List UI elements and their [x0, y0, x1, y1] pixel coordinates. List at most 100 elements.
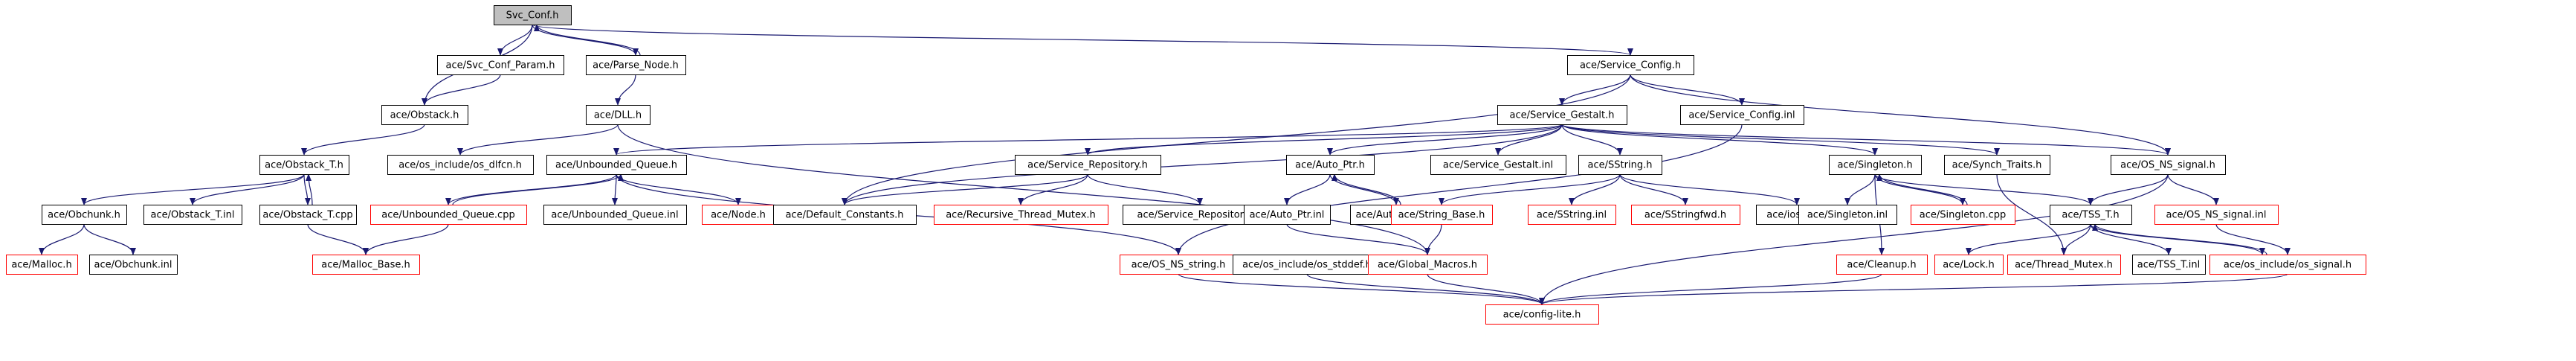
edge-singleton-to-singleton_inl: [1844, 173, 1876, 205]
edge-os_signal-to-config_lite: [1539, 273, 2288, 305]
edge-service_gestalt-to-service_repository: [1085, 124, 1563, 156]
node-os-ns-signal-inl[interactable]: ace/OS_NS_signal.inl: [2154, 205, 2279, 225]
edge-tss_t-to-thread_mutex: [2061, 223, 2091, 255]
node-sstringfwd[interactable]: ace/SStringfwd.h: [1631, 205, 1740, 225]
node-global-macros[interactable]: ace/Global_Macros.h: [1368, 255, 1488, 275]
edge-global_macros-to-config_lite: [1427, 273, 1545, 305]
node-box: [934, 205, 1108, 225]
node-label: ace/Malloc_Base.h: [321, 260, 410, 271]
node-box: [1368, 255, 1488, 275]
node-box: [381, 105, 468, 125]
node-parse-node[interactable]: ace/Parse_Node.h: [586, 55, 686, 75]
node-string-base[interactable]: ace/String_Base.h: [1391, 205, 1493, 225]
node-singleton-cpp[interactable]: ace/Singleton.cpp: [1911, 205, 2015, 225]
node-os-signal[interactable]: ace/os_include/os_signal.h: [2209, 255, 2366, 275]
node-label: ace/Lock.h: [1943, 260, 1995, 271]
node-label: ace/Cleanup.h: [1847, 260, 1916, 271]
node-label: ace/Unbounded_Queue.inl: [551, 210, 678, 221]
edge-unbounded_queue-to-unbounded_queue_inl: [612, 173, 619, 205]
edge-os_stddef-to-config_lite: [1306, 273, 1545, 305]
node-default-constants[interactable]: ace/Default_Constants.h: [773, 205, 917, 225]
node-os-ns-string[interactable]: ace/OS_NS_string.h: [1120, 255, 1238, 275]
node-dll[interactable]: ace/DLL.h: [586, 105, 651, 125]
node-synch-traits[interactable]: ace/Synch_Traits.h: [1944, 155, 2050, 175]
node-box: [1120, 255, 1238, 275]
node-layer: Svc_Conf.h ace/Svc_Conf_Param.h ace/Parse_…: [6, 5, 2366, 325]
node-label: ace/Unbounded_Queue.h: [555, 160, 677, 171]
node-obchunk[interactable]: ace/Obchunk.h: [42, 205, 127, 225]
edge-os_ns_string-to-config_lite: [1178, 273, 1545, 305]
node-obstack-t-inl[interactable]: ace/Obstack_T.inl: [143, 205, 242, 225]
node-svc-conf: Svc_Conf.h: [494, 5, 572, 25]
node-os-stddef[interactable]: ace/os_include/os_stddef.h: [1233, 255, 1382, 275]
node-box: [546, 155, 687, 175]
node-lock[interactable]: ace/Lock.h: [1934, 255, 2004, 275]
node-singleton[interactable]: ace/Singleton.h: [1829, 155, 1922, 175]
node-svc-conf-param[interactable]: ace/Svc_Conf_Param.h: [437, 55, 564, 75]
node-sstring[interactable]: ace/SString.h: [1578, 155, 1662, 175]
edge-service_repository-to-service_repository_inl: [1087, 173, 1203, 205]
node-label: ace/Recursive_Thread_Mutex.h: [946, 210, 1096, 221]
node-service-repository[interactable]: ace/Service_Repository.h: [1015, 155, 1161, 175]
node-label: ace/os_include/os_dlfcn.h: [398, 160, 522, 171]
node-unbounded-queue[interactable]: ace/Unbounded_Queue.h: [546, 155, 687, 175]
node-service-config[interactable]: ace/Service_Config.h: [1567, 55, 1694, 75]
edge-singleton-to-tss_t: [1874, 173, 2094, 205]
node-singleton-inl[interactable]: ace/Singleton.inl: [1798, 205, 1897, 225]
node-unbounded-queue-cpp[interactable]: ace/Unbounded_Queue.cpp: [370, 205, 527, 225]
node-box: [42, 205, 127, 225]
node-obstack-t[interactable]: ace/Obstack_T.h: [259, 155, 349, 175]
edge-auto_ptr_cpp-to-auto_ptr: [1331, 173, 1401, 205]
edge-service_config-to-service_config_inl: [1630, 74, 1745, 106]
node-label: ace/SString.h: [1588, 160, 1653, 171]
node-service-gestalt-inl[interactable]: ace/Service_Gestalt.inl: [1430, 155, 1566, 175]
node-config-lite[interactable]: ace/config-lite.h: [1485, 304, 1599, 325]
node-label: ace/TSS_T.h: [2062, 210, 2119, 221]
node-obstack[interactable]: ace/Obstack.h: [381, 105, 468, 125]
node-label: ace/Parse_Node.h: [593, 60, 679, 71]
node-box: [1836, 255, 1928, 275]
node-label: ace/os_include/os_stddef.h: [1242, 260, 1372, 271]
node-malloc-base[interactable]: ace/Malloc_Base.h: [312, 255, 420, 275]
edge-auto_ptr-to-auto_ptr_inl: [1284, 173, 1331, 205]
edge-string_base-to-global_macros: [1424, 223, 1442, 255]
node-obchunk-inl[interactable]: ace/Obchunk.inl: [89, 255, 178, 275]
node-tss-t-inl[interactable]: ace/TSS_T.inl: [2132, 255, 2206, 275]
node-sstring-inl[interactable]: ace/SString.inl: [1528, 205, 1616, 225]
node-box: [2111, 155, 2226, 175]
node-service-config-inl[interactable]: ace/Service_Config.inl: [1680, 105, 1804, 125]
node-label: ace/Thread_Mutex.h: [2015, 260, 2113, 271]
node-recursive-thread-mutex[interactable]: ace/Recursive_Thread_Mutex.h: [934, 205, 1108, 225]
node-box: [543, 205, 687, 225]
node-unbounded-queue-inl[interactable]: ace/Unbounded_Queue.inl: [543, 205, 687, 225]
node-label: ace/Obstack_T.h: [265, 160, 343, 171]
node-label: ace/Obstack_T.inl: [151, 210, 235, 221]
node-label: ace/Service_Repository.inl: [1137, 210, 1263, 221]
node-tss-t[interactable]: ace/TSS_T.h: [2050, 205, 2132, 225]
edge-os_ns_signal-to-os_ns_signal_inl: [2167, 173, 2219, 205]
edge-parse_node-to-svc_conf: [534, 24, 641, 56]
node-box: [1244, 205, 1331, 225]
edge-service_gestalt-to-sstring: [1561, 124, 1623, 156]
node-box: [1631, 205, 1740, 225]
node-node[interactable]: ace/Node.h: [702, 205, 775, 225]
node-service-gestalt[interactable]: ace/Service_Gestalt.h: [1497, 105, 1627, 125]
node-malloc[interactable]: ace/Malloc.h: [6, 255, 78, 275]
node-box: [1015, 155, 1161, 175]
node-thread-mutex[interactable]: ace/Thread_Mutex.h: [2007, 255, 2121, 275]
node-auto-ptr[interactable]: ace/Auto_Ptr.h: [1286, 155, 1375, 175]
node-cleanup[interactable]: ace/Cleanup.h: [1836, 255, 1928, 275]
edge-service_gestalt-to-service_gestalt_inl: [1495, 124, 1563, 156]
edge-service_repository-to-recursive_thread_mutex: [1018, 173, 1088, 205]
edge-singleton_cpp-to-singleton: [1876, 173, 1968, 205]
edge-sstring-to-string_base: [1439, 173, 1621, 205]
node-auto-ptr-inl[interactable]: ace/Auto_Ptr.inl: [1244, 205, 1331, 225]
node-obstack-t-cpp[interactable]: ace/Obstack_T.cpp: [259, 205, 357, 225]
node-label: ace/Obchunk.inl: [94, 260, 172, 271]
node-os-dlfcn[interactable]: ace/os_include/os_dlfcn.h: [387, 155, 534, 175]
node-box: [1911, 205, 2015, 225]
node-box: [1391, 205, 1493, 225]
node-label: ace/Service_Config.inl: [1688, 110, 1795, 121]
edge-obchunk-to-obchunk_inl: [83, 223, 136, 255]
node-os-ns-signal[interactable]: ace/OS_NS_signal.h: [2111, 155, 2226, 175]
